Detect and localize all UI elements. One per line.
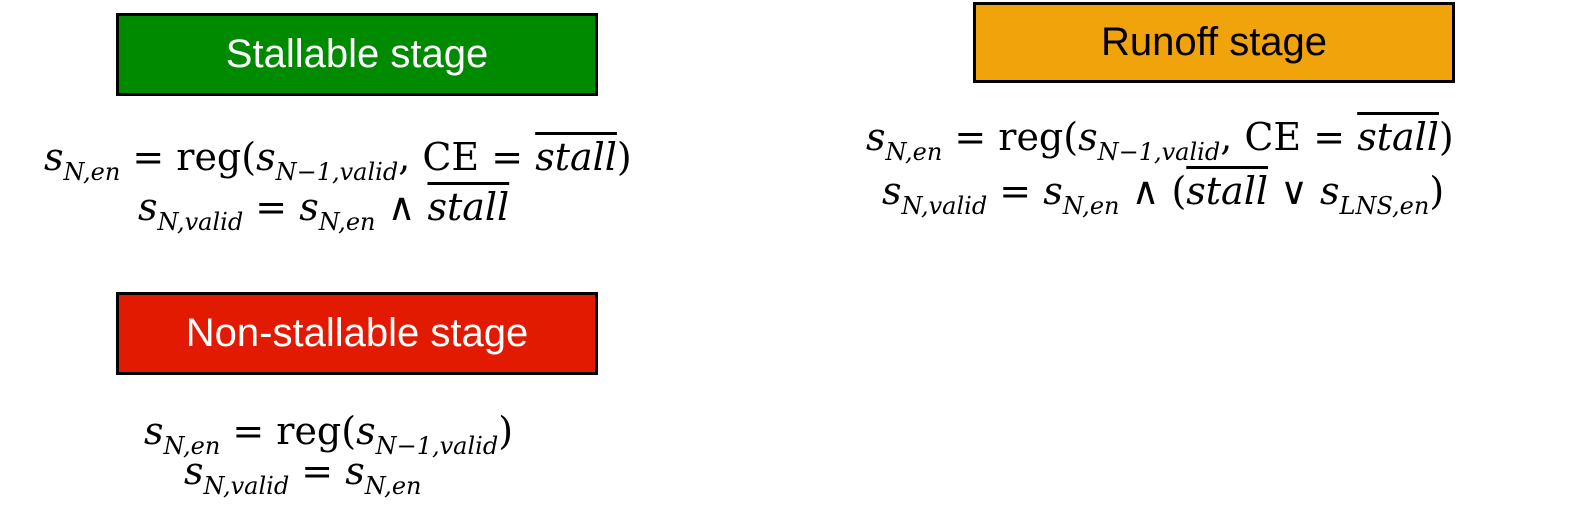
stallable-stage-box: Stallable stage	[116, 13, 598, 96]
runoff-en-equation: sN,en = reg(sN−1,valid, CE = stall)	[866, 115, 1454, 166]
stallable-en-equation: sN,en = reg(sN−1,valid, CE = stall)	[44, 135, 632, 186]
runoff-stage-title: Runoff stage	[1100, 20, 1328, 64]
nonstallable-stage-title: Non-stallable stage	[185, 311, 529, 355]
runoff-stage-box: Runoff stage	[973, 2, 1455, 83]
nonstallable-valid-equation: sN,valid = sN,en	[184, 449, 422, 500]
runoff-valid-equation: sN,valid = sN,en ∧ (stall ∨ sLNS,en)	[882, 169, 1445, 220]
stallable-stage-title: Stallable stage	[225, 32, 489, 76]
nonstallable-en-equation: sN,en = reg(sN−1,valid)	[144, 409, 514, 460]
stallable-valid-equation: sN,valid = sN,en ∧ stall	[138, 185, 510, 236]
nonstallable-stage-box: Non-stallable stage	[116, 292, 598, 375]
